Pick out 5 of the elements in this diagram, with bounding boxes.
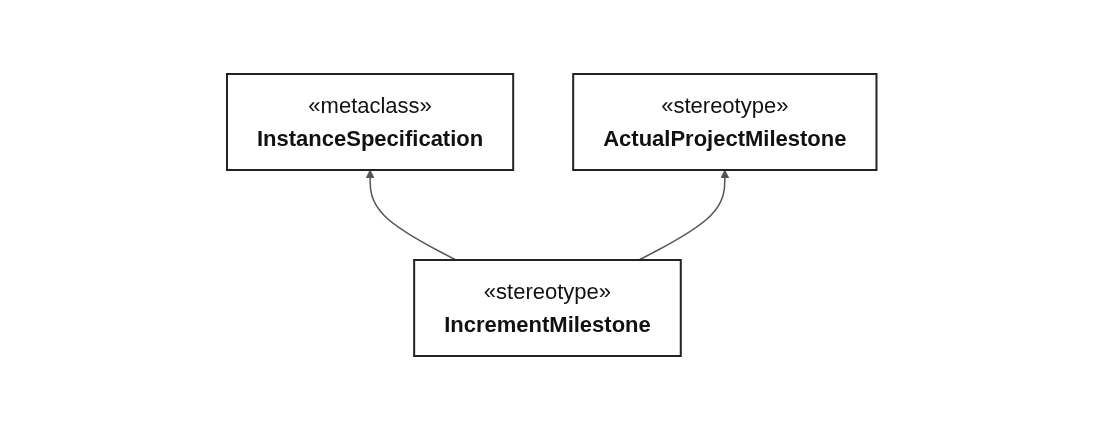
node-box: «metaclass» InstanceSpecification	[226, 72, 515, 171]
node-box: «stereotype» ActualProjectMilestone	[572, 72, 878, 171]
arrow	[365, 169, 457, 261]
node-box: «stereotype» IncrementMilestone	[413, 258, 683, 357]
arrow	[638, 169, 730, 261]
